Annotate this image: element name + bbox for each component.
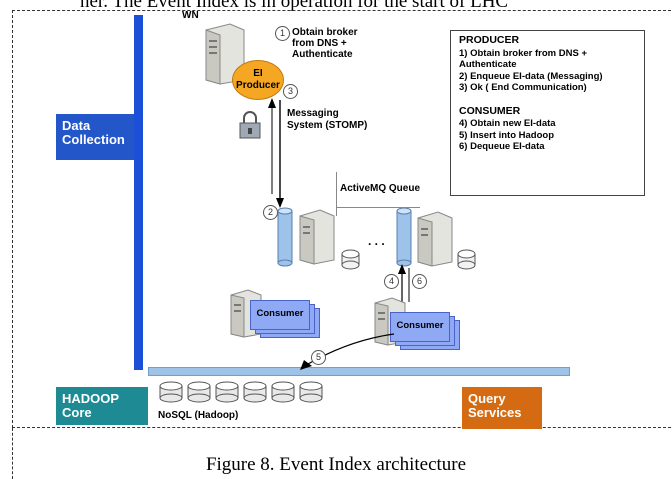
nosql-disks-icon <box>159 381 323 403</box>
step-3-marker: 3 <box>283 84 298 99</box>
consumer-stack-1: Consumer <box>250 300 320 338</box>
step-5-marker: 5 <box>311 350 326 365</box>
insert-hadoop-arrow <box>300 333 395 370</box>
figure-caption: Figure 8. Event Index architecture <box>205 454 467 475</box>
legend-box: PRODUCER 1) Obtain broker from DNS + Aut… <box>450 30 645 196</box>
step-4-marker: 4 <box>384 274 399 289</box>
legend-item: 3) Ok ( End Communication) <box>459 82 587 93</box>
broker-disk-2-icon <box>457 249 476 270</box>
legend-item: 6) Dequeue EI-data <box>459 141 545 152</box>
more-brokers-ellipsis: . . . <box>368 234 385 248</box>
lock-icon <box>239 111 261 139</box>
consumer-stack-2: Consumer <box>390 312 460 350</box>
activemq-bracket-vertical <box>336 172 337 216</box>
activemq-bracket-horizontal <box>336 207 420 208</box>
figure-frame-left-tail <box>12 428 15 479</box>
queue-cylinder-1 <box>277 207 293 267</box>
producer-header: PRODUCER <box>459 34 520 46</box>
step-6-marker: 6 <box>412 274 427 289</box>
broker-server-1-icon <box>299 209 335 265</box>
consumer-card: Consumer <box>390 312 450 342</box>
legend-item: 5) Insert into Hadoop <box>459 129 554 141</box>
legend-item: 1) Obtain broker from DNS + <box>459 47 588 59</box>
consume-arrows <box>398 264 410 304</box>
step-1-marker: 1 <box>275 26 290 41</box>
consumer-header: CONSUMER <box>459 104 521 117</box>
figure-frame <box>12 10 672 428</box>
wn-label: WN <box>182 10 199 21</box>
broker-disk-1-icon <box>341 249 360 270</box>
legend-item: 4) Obtain new EI-data <box>459 118 556 129</box>
enqueue-arrow <box>268 98 284 208</box>
consumer-card: Consumer <box>250 300 310 330</box>
storage-bus <box>148 367 570 376</box>
queue-cylinder-2 <box>396 207 412 267</box>
data-collection-bus <box>134 15 143 370</box>
legend-item: 2) Enqueue EI-data (Messaging) <box>459 70 603 82</box>
legend-item: Authenticate <box>459 59 517 70</box>
nosql-label: NoSQL (Hadoop) <box>158 410 239 421</box>
activemq-label: ActiveMQ Queue <box>340 183 421 194</box>
broker-server-2-icon <box>417 211 453 267</box>
top-caption: ner. The Event Index is in operation for… <box>80 0 509 12</box>
step-2-marker: 2 <box>263 205 278 220</box>
